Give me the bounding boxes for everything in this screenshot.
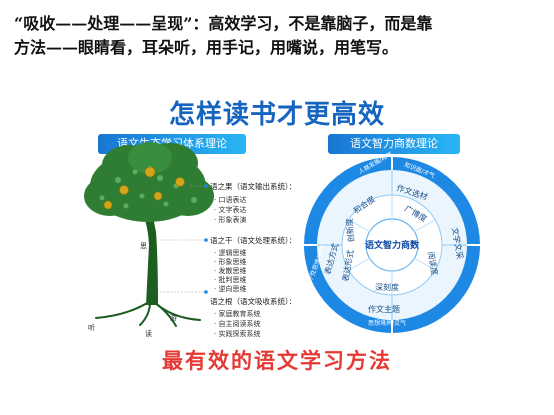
root-system-labels: 语之根（语文吸收系统）： · 家庭教育系统 · 自主阅读系统 · 实践探索系统 [210, 296, 296, 338]
tree-diagram: 思 听 读 游 [84, 142, 214, 338]
fruit-system-labels: 语之果（语文输出系统）： · 口语表达 · 文字表达 · 形象表演 [210, 181, 296, 224]
trunk-item-1: · 形象思维 [214, 257, 246, 266]
ring-inner-dividers [348, 195, 436, 295]
middle-seg-2: 作文主题 [368, 304, 400, 314]
ring-center-label: 语文智力商数 [365, 239, 420, 251]
fruit-icon [144, 166, 156, 178]
outer-seg-2: 思想境界/灵气 [368, 319, 406, 327]
intro-quote-line2: 方法——眼睛看，耳朵听，用手记，用嘴说，用笔写。 [14, 38, 399, 57]
root-item-1: · 自主阅读系统 [214, 319, 260, 328]
inner-seg-2: 阅读度 [426, 251, 440, 276]
tree-connectors [160, 185, 205, 293]
connector-dots [204, 184, 208, 294]
fruit-icon [175, 177, 185, 187]
trunk-item-4: · 逆向思维 [214, 284, 246, 293]
main-title: 怎样读书才更高效 [168, 100, 385, 130]
intro-quote-line1: “吸收——处理——呈现”：高效学习，不是靠脑子，而是靠 [14, 14, 433, 33]
ground-mark-read: 读 [145, 329, 152, 338]
fruit-icon [103, 200, 113, 210]
inner-seg-5: 创新度 [344, 218, 356, 243]
trunk-item-0: · 逻辑思维 [214, 248, 246, 257]
fruit-icon [153, 191, 163, 201]
trunk-item-2: · 发散思维 [214, 266, 246, 275]
fruit-item-0: · 口语表达 [214, 195, 246, 204]
trunk-system-labels: 语之干（语文处理系统）： · 逻辑思维 · 形象思维 · 发散思维 · 批判思维… [210, 235, 296, 293]
tree-trunk [142, 212, 158, 305]
tree-foliage [84, 142, 214, 222]
fruit-item-1: · 文字表达 [214, 205, 246, 214]
trunk-system-header: 语之干（语文处理系统）： [210, 235, 296, 245]
tree-fruits [103, 166, 185, 210]
fruit-system-header: 语之果（语文输出系统）： [210, 181, 296, 191]
right-panel-banner: 语文智力商数理论 [328, 134, 460, 154]
intro-quote: “吸收——处理——呈现”：高效学习，不是靠脑子，而是靠 方法——眼睛看，耳朵听，… [14, 12, 544, 60]
iq-ring-diagram: 人格发展/和气 知识面/才气 思想境界/灵气 个性思维/才气 作文选材 文学文采… [304, 150, 480, 333]
root-item-0: · 家庭教育系统 [214, 309, 260, 318]
ground-mark-listen: 听 [88, 323, 95, 332]
trunk-mark: 思 [140, 242, 147, 250]
trunk-item-3: · 批判思维 [214, 275, 246, 284]
ground-mark-tour: 游 [170, 313, 177, 322]
root-item-2: · 实践探索系统 [214, 329, 260, 338]
fruit-icon [119, 185, 129, 195]
root-system-header: 语之根（语文吸收系统）： [210, 296, 296, 306]
ring-dividers [304, 157, 480, 333]
fruit-item-2: · 形象表演 [214, 215, 246, 224]
inner-seg-3: 深刻度 [375, 282, 399, 292]
bottom-title: 最有效的语文学习方法 [162, 349, 392, 373]
ring-middle-dividers [317, 170, 467, 320]
